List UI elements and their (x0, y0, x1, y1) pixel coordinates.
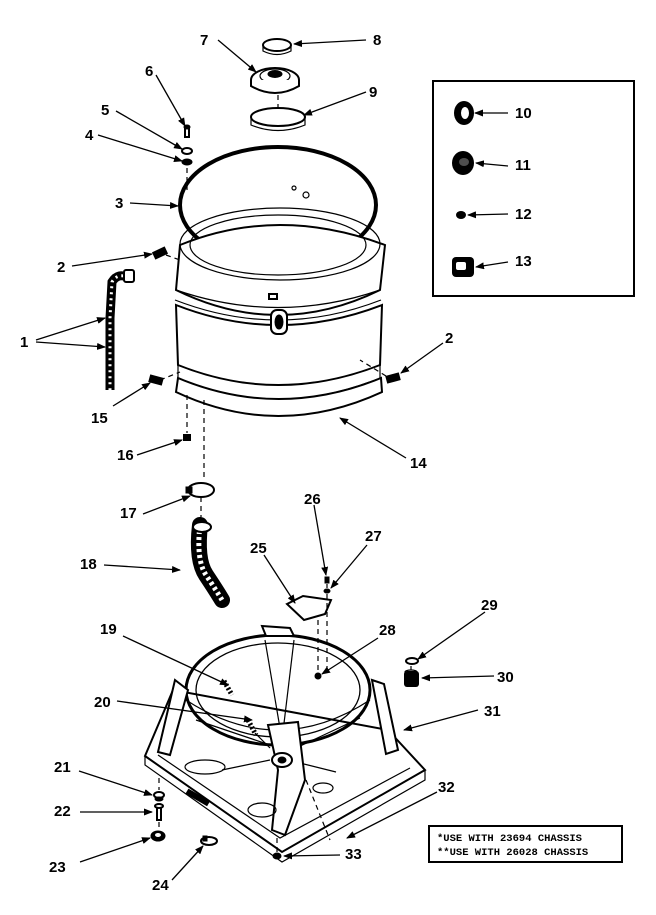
callout-21: 21 (54, 759, 71, 776)
bracket-part-25 (285, 594, 333, 622)
bolt-part-22 (154, 803, 164, 821)
inset-box (432, 80, 635, 297)
bumper-part-2-left (151, 246, 169, 260)
callout-26: 26 (304, 491, 321, 508)
callout-13: 13 (515, 253, 532, 270)
callout-5: 5 (101, 102, 109, 119)
assembly-lines (158, 95, 412, 852)
base-frame-part-31 (143, 624, 427, 863)
callout-31: 31 (484, 703, 501, 720)
callout-labels: 7 8 9 6 5 4 3 2 1 2 15 16 14 17 18 26 27… (20, 32, 532, 894)
callout-30: 30 (497, 669, 514, 686)
foot-part-30 (404, 669, 419, 687)
callout-25: 25 (250, 540, 267, 557)
callout-3: 3 (115, 195, 123, 212)
callout-14: 14 (410, 455, 427, 472)
grommet-part-10 (454, 101, 474, 125)
callout-15: 15 (91, 410, 108, 427)
seal-part-7 (250, 67, 300, 94)
note-line-2: **USE WITH 26028 CHASSIS (437, 847, 588, 859)
washer-part-27 (323, 588, 331, 594)
note-line-1: *USE WITH 23694 CHASSIS (437, 833, 582, 845)
callout-22: 22 (54, 803, 71, 820)
callout-28: 28 (379, 622, 396, 639)
bumper-part-15 (148, 374, 164, 386)
callout-27: 27 (365, 528, 382, 545)
callout-4: 4 (85, 127, 94, 144)
callout-29: 29 (481, 597, 498, 614)
callout-32: 32 (438, 779, 455, 796)
callout-10: 10 (515, 105, 532, 122)
callout-19: 19 (100, 621, 117, 638)
callout-9: 9 (369, 84, 377, 101)
nut-part-16 (183, 434, 191, 441)
callout-17: 17 (120, 505, 137, 522)
leader-lines (35, 39, 509, 881)
callout-1: 1 (20, 334, 28, 351)
washer-part-5 (181, 147, 193, 155)
hose-part-1 (105, 269, 135, 390)
callout-33: 33 (345, 846, 362, 863)
seal-ring-part-9 (250, 107, 306, 132)
hose-clamp-part-8 (262, 38, 292, 56)
callout-23: 23 (49, 859, 66, 876)
callout-2-left: 2 (57, 259, 65, 276)
nut-part-21 (153, 791, 165, 802)
chassis-note-box: *USE WITH 23694 CHASSIS **USE WITH 26028… (428, 825, 623, 863)
callout-18: 18 (80, 556, 97, 573)
outer-tub-part-14 (174, 185, 387, 417)
foot-part-24 (200, 835, 218, 846)
callout-16: 16 (117, 447, 134, 464)
screw-part-26 (324, 576, 330, 584)
nut-part-33 (272, 852, 282, 860)
callout-12: 12 (515, 206, 532, 223)
drain-hose-part-18 (190, 517, 230, 608)
nut-part-28 (314, 672, 322, 680)
callout-7: 7 (200, 32, 208, 49)
seal-part-13 (452, 257, 474, 277)
screw-part-6 (183, 124, 191, 138)
callout-20: 20 (94, 694, 111, 711)
bumper-part-2-right (385, 372, 401, 384)
washer-part-4 (181, 158, 193, 166)
callout-6: 6 (145, 63, 153, 80)
callout-11: 11 (515, 157, 531, 174)
plug-part-12 (456, 211, 466, 219)
callout-2-right: 2 (445, 330, 453, 347)
washer-part-29 (405, 657, 419, 665)
clamp-part-17 (185, 482, 215, 498)
callout-24: 24 (152, 877, 169, 894)
grommet-part-11 (452, 151, 474, 175)
callout-8: 8 (373, 32, 381, 49)
washer-part-23 (150, 830, 166, 842)
